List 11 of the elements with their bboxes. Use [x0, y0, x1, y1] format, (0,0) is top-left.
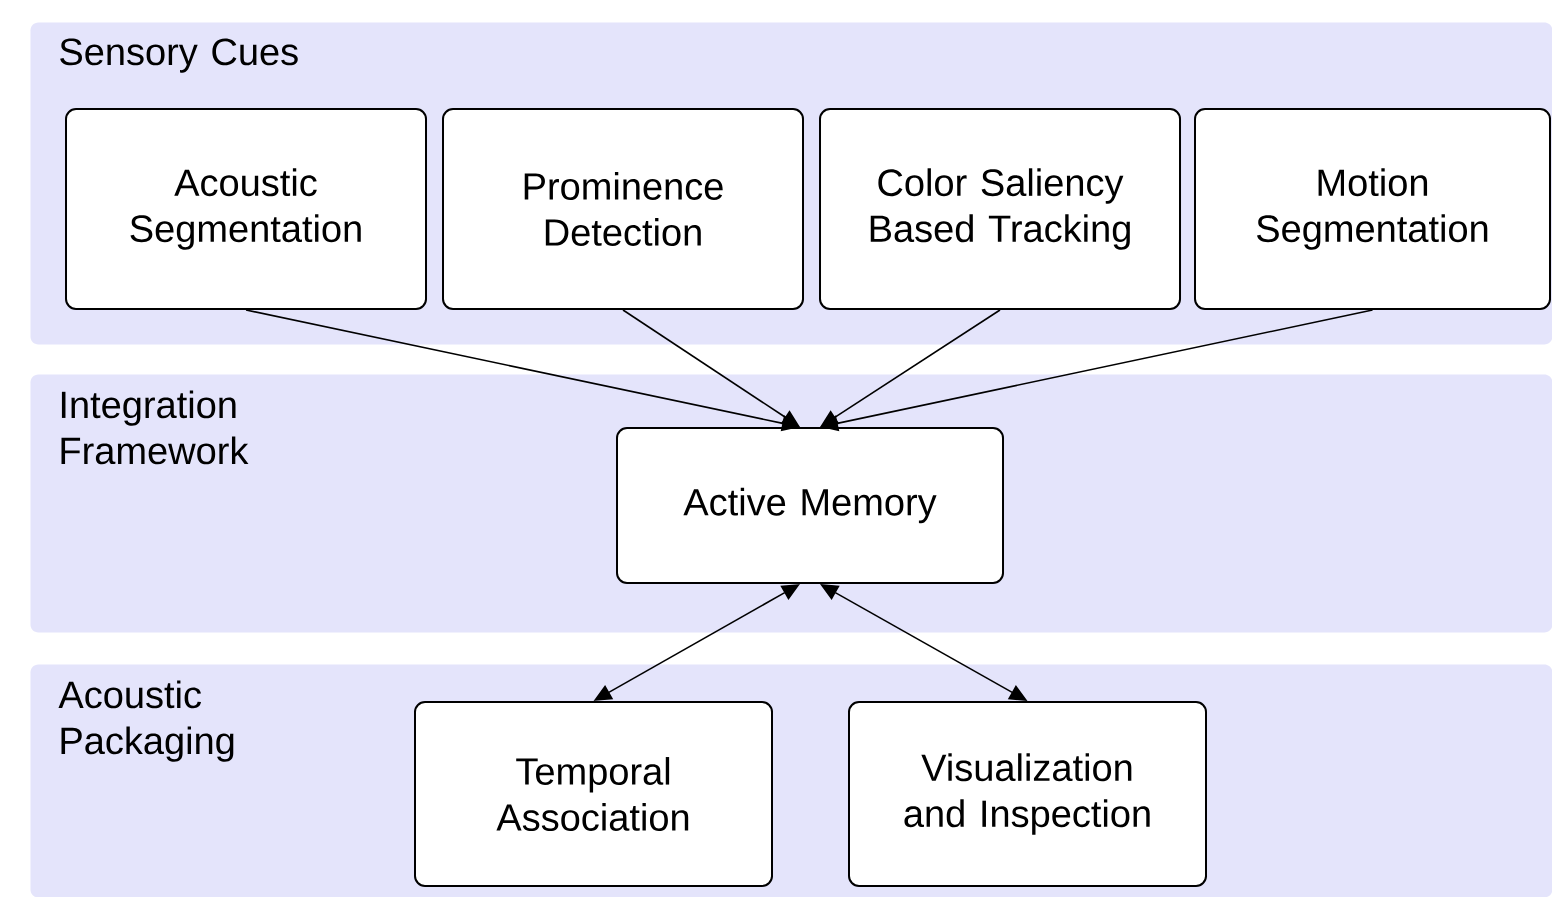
process-box: Prominence Detection	[442, 108, 804, 310]
band-heading: Sensory Cues	[60, 38, 298, 73]
process-box: Acoustic Segmentation	[65, 108, 427, 310]
band-heading: Integration Framework	[61, 390, 249, 465]
process-box: Active Memory	[616, 427, 1004, 584]
process-box: Temporal Association	[414, 701, 773, 887]
process-box: Color Saliency Based Tracking	[819, 108, 1181, 310]
process-box: Visualization and Inspection	[848, 701, 1207, 887]
arrow	[622, 309, 800, 427]
process-box: Motion Segmentation	[1194, 108, 1551, 310]
band-heading: Acoustic Packaging	[58, 680, 234, 762]
